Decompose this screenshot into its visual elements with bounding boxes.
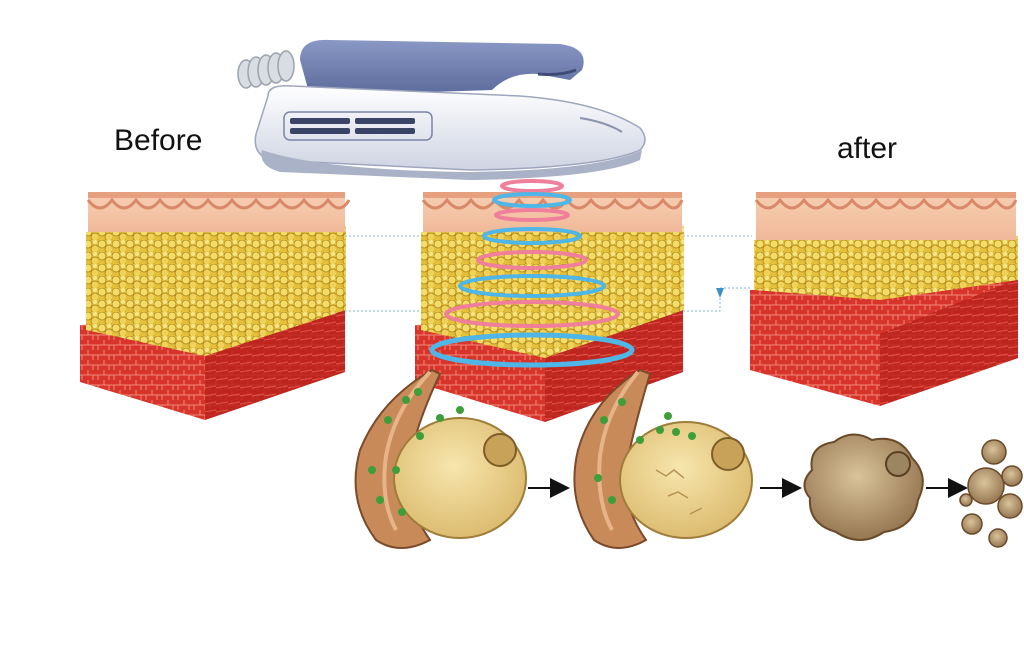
cell-process-step-2 <box>573 368 753 549</box>
guide-lines <box>345 235 752 312</box>
after-label: after <box>837 132 898 165</box>
tissue-block-after <box>750 192 1018 406</box>
before-label: Before <box>114 124 203 157</box>
device-icon <box>237 39 646 180</box>
cell-process-step-1 <box>354 368 527 549</box>
cell-process-step-4 <box>959 439 1023 548</box>
level-arrow-icon <box>716 288 724 298</box>
energy-waves <box>429 179 635 368</box>
tissue-block-before <box>80 192 351 420</box>
cell-process-step-3 <box>803 433 924 541</box>
